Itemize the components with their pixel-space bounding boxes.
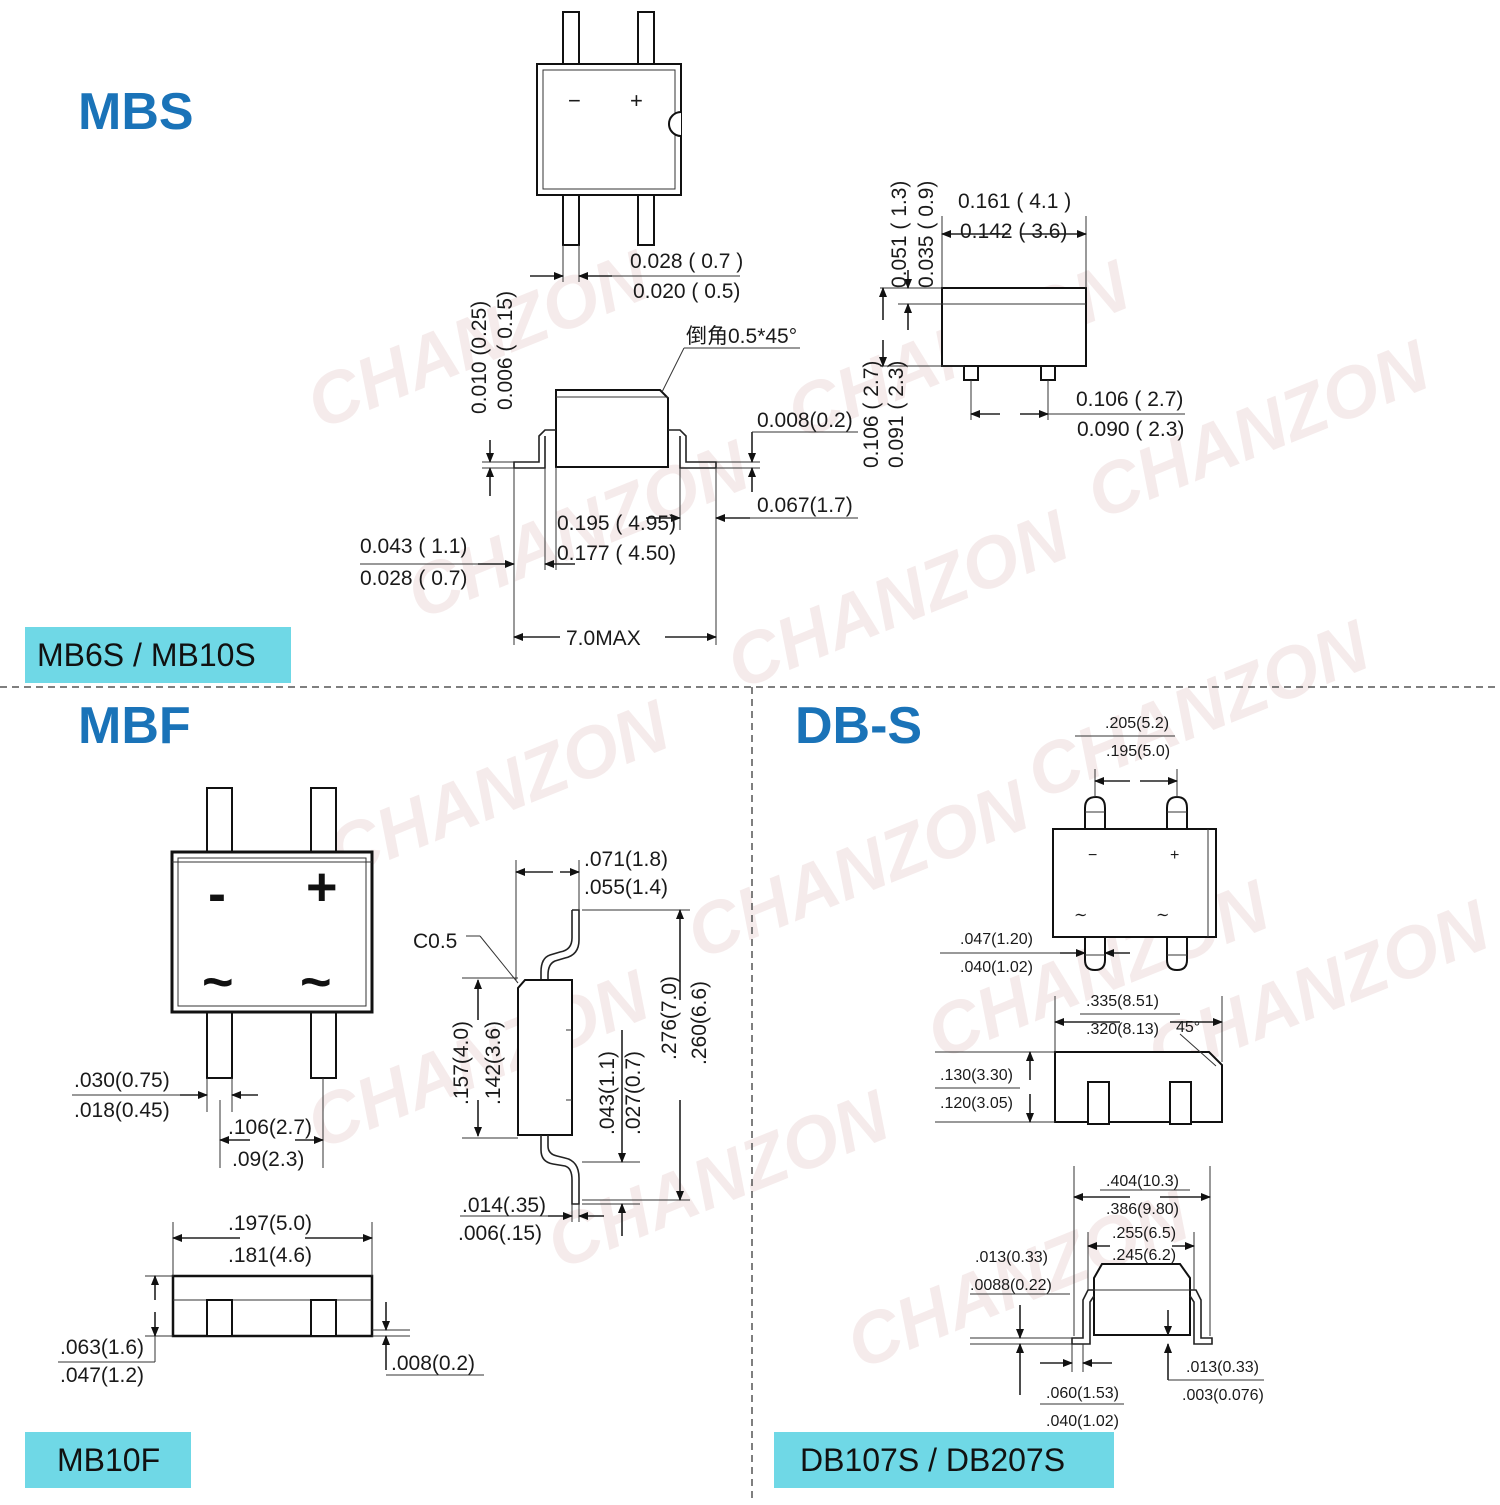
mbs-minus-mark: − xyxy=(568,88,581,113)
mbs-body-length-max: 0.195 ( 4.95) xyxy=(557,512,676,535)
dbs-angle: 45° xyxy=(1176,1019,1200,1036)
mbf-end-view xyxy=(460,860,690,1236)
dbs-minus-mark: − xyxy=(1088,847,1097,864)
dbs-ac-mark-left: ∼ xyxy=(1074,907,1087,924)
mbs-pitch-min: 0.090 ( 2.3) xyxy=(1077,418,1184,441)
mbf-top-view: - + ~ ~ xyxy=(72,787,374,1168)
mbf-ac-mark-left: ~ xyxy=(202,952,234,1012)
mbf-thk-min: .006(.15) xyxy=(458,1222,542,1245)
dbs-foot-min: .040(1.02) xyxy=(1046,1413,1119,1430)
dbs-body-width-min: .245(6.2) xyxy=(1112,1247,1176,1264)
dbs-standoff-min: .003(0.076) xyxy=(1182,1387,1264,1404)
mbs-lead-width-min: 0.020 ( 0.5) xyxy=(633,280,740,303)
mbs-width-max: 0.161 ( 4.1 ) xyxy=(958,190,1071,213)
dbs-body-length-max: .335(8.51) xyxy=(1086,993,1159,1010)
dbs-top-view: − + ∼ ∼ xyxy=(940,735,1217,972)
mbs-side-view xyxy=(360,347,858,645)
dbs-overall-min: .386(9.80) xyxy=(1106,1201,1179,1218)
mbs-height-min: 0.091 ( 2.3) xyxy=(885,361,908,468)
mbs-end-view xyxy=(879,216,1185,420)
mbs-lead-thk-max: 0.010 (0.25) xyxy=(468,301,491,414)
mbf-chamfer: C0.5 xyxy=(413,930,457,953)
dbs-standoff-max: .013(0.33) xyxy=(1186,1359,1259,1376)
mbs-lead-thk-min: 0.006 ( 0.15) xyxy=(494,291,517,410)
mbs-part-tag: MB6S / MB10S xyxy=(25,627,291,683)
dbs-lead-width-min: .040(1.02) xyxy=(960,959,1033,976)
dbs-body-length-min: .320(8.13) xyxy=(1086,1021,1159,1038)
dbs-thk-max: .013(0.33) xyxy=(975,1249,1048,1266)
mbf-body-width-min: .142(3.6) xyxy=(482,1021,505,1105)
mbf-height-min: .047(1.2) xyxy=(60,1364,144,1387)
watermark: CHANZON xyxy=(1016,605,1382,815)
dbs-pitch-max: .205(5.2) xyxy=(1105,715,1169,732)
mbs-top-min: 0.035 ( 0.9) xyxy=(915,181,938,288)
watermark: CHANZON xyxy=(716,495,1082,705)
mbf-plus-mark: + xyxy=(306,857,338,917)
mbs-top-max: 0.051 ( 1.3) xyxy=(888,181,911,288)
mbf-body-length-max: .197(5.0) xyxy=(228,1212,312,1235)
mbs-overall-length: 7.0MAX xyxy=(566,627,641,650)
mbf-foot-max: .043(1.1) xyxy=(596,1051,619,1135)
dbs-end-view xyxy=(970,1166,1264,1405)
mbs-plus-mark: + xyxy=(630,88,643,113)
dbs-lead-width-max: .047(1.20) xyxy=(960,931,1033,948)
mbf-title: MBF xyxy=(78,697,191,755)
mbs-foot-width-min: 0.028 ( 0.7) xyxy=(360,567,467,590)
mbf-part-tag: MB10F xyxy=(25,1432,191,1488)
mbs-width-min: 0.142 ( 3.6) xyxy=(960,220,1067,243)
mbf-lead-width-max: .030(0.75) xyxy=(74,1069,170,1092)
dbs-pitch-min: .195(5.0) xyxy=(1106,743,1170,760)
mbs-pitch-max: 0.106 ( 2.7) xyxy=(1076,388,1183,411)
mbs-height-max: 0.106 ( 2.7) xyxy=(860,361,883,468)
mbf-height-max: .063(1.6) xyxy=(60,1336,144,1359)
mbf-pitch-min: .09(2.3) xyxy=(232,1148,304,1171)
dbs-part-tag: DB107S / DB207S xyxy=(774,1432,1114,1488)
mbf-top-min: .055(1.4) xyxy=(584,876,668,899)
mbs-body-length-min: 0.177 ( 4.50) xyxy=(557,542,676,565)
mbf-body-length-min: .181(4.6) xyxy=(228,1244,312,1267)
mbs-standoff: 0.008(0.2) xyxy=(757,409,853,432)
dbs-overall-max: .404(10.3) xyxy=(1106,1173,1179,1190)
mbs-foot-width-max: 0.043 ( 1.1) xyxy=(360,535,467,558)
mbf-minus-mark: - xyxy=(208,864,226,924)
mbs-foot-length: 0.067(1.7) xyxy=(757,494,853,517)
dbs-title: DB-S xyxy=(795,697,923,755)
dbs-foot-max: .060(1.53) xyxy=(1046,1385,1119,1402)
dbs-plus-mark: + xyxy=(1170,847,1179,864)
watermark: CHANZON xyxy=(536,1075,902,1285)
mbf-overall-min: .260(6.6) xyxy=(688,981,711,1065)
mbs-chamfer: 倒角0.5*45° xyxy=(686,325,797,348)
mbf-thk-max: .014(.35) xyxy=(462,1194,546,1217)
mbf-top-max: .071(1.8) xyxy=(584,848,668,871)
dbs-height-min: .120(3.05) xyxy=(940,1095,1013,1112)
mbf-pitch-max: .106(2.7) xyxy=(228,1116,312,1139)
dbs-height-max: .130(3.30) xyxy=(940,1067,1013,1084)
dbs-side-view xyxy=(935,996,1223,1125)
mbf-overall-max: .276(7.0) xyxy=(658,976,681,1060)
dbs-thk-min: .0088(0.22) xyxy=(970,1277,1052,1294)
mbf-ac-mark-right: ~ xyxy=(300,952,332,1012)
mbs-top-view: − + xyxy=(530,11,740,282)
mbf-body-width-max: .157(4.0) xyxy=(450,1021,473,1105)
mbf-foot-min: .027(0.7) xyxy=(622,1051,645,1135)
mbf-lead-width-min: .018(0.45) xyxy=(74,1099,170,1122)
dbs-body-width-max: .255(6.5) xyxy=(1112,1225,1176,1242)
mbf-standoff: .008(0.2) xyxy=(391,1352,475,1375)
mbs-title: MBS xyxy=(78,83,194,141)
mbs-lead-width-max: 0.028 ( 0.7 ) xyxy=(630,250,743,273)
dbs-ac-mark-right: ∼ xyxy=(1156,907,1169,924)
mbf-side-view xyxy=(58,1222,484,1376)
